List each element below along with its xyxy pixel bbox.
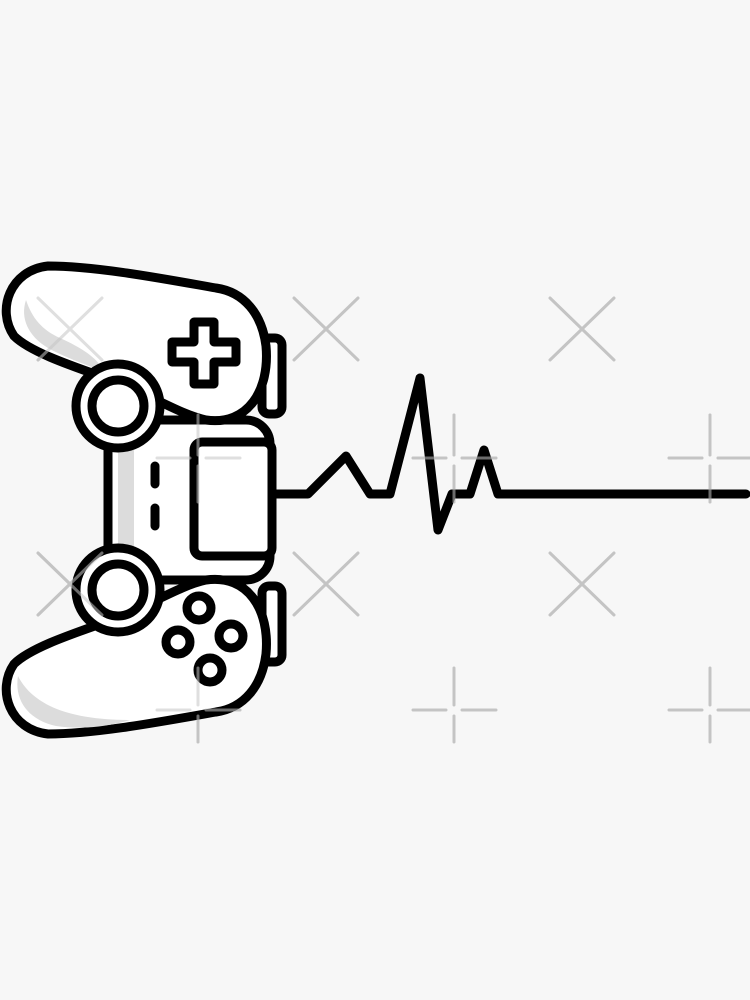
heartbeat-line-icon — [267, 373, 750, 535]
face-buttons-icon — [161, 591, 248, 687]
face-button-left — [161, 625, 195, 659]
watermark-x-icon — [548, 551, 616, 617]
bottom-grip-shadow — [17, 676, 130, 728]
game-controller-icon — [1, 261, 287, 739]
watermark-overlay — [36, 296, 750, 744]
face-button-top — [182, 591, 216, 625]
touchpad — [189, 437, 277, 561]
watermark-x-icon — [548, 296, 616, 362]
watermark-x-icon — [292, 296, 360, 362]
watermark-plus-icon — [667, 666, 750, 744]
watermark-plus-icon — [411, 666, 498, 744]
analog-stick-icon — [71, 543, 165, 637]
face-button-right — [214, 619, 248, 653]
top-grip-shadow — [24, 300, 104, 372]
dpad-icon — [167, 317, 241, 389]
face-button-bottom — [193, 653, 227, 687]
watermark-x-icon — [292, 551, 360, 617]
analog-stick-icon — [71, 359, 165, 453]
